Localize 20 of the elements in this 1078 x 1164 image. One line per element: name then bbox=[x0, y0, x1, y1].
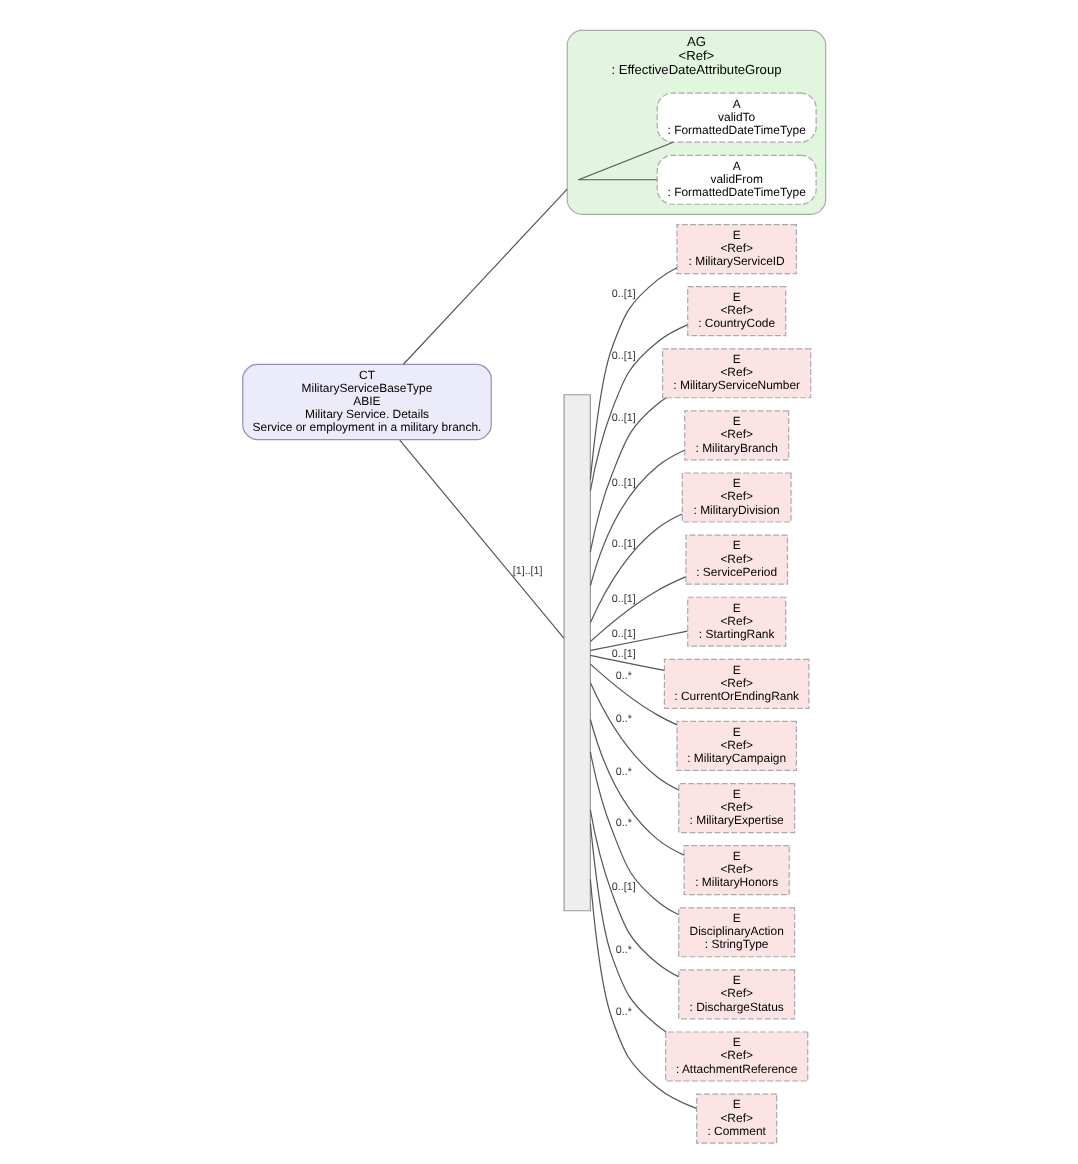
connector bbox=[589, 324, 689, 492]
connector bbox=[589, 878, 697, 1109]
connector bbox=[589, 823, 667, 1033]
connector bbox=[577, 179, 658, 181]
connector bbox=[589, 718, 685, 856]
connector bbox=[399, 439, 565, 639]
connector bbox=[589, 397, 667, 553]
connector bbox=[589, 576, 687, 643]
connector bbox=[589, 513, 683, 623]
connector bbox=[589, 267, 678, 481]
connector bbox=[589, 654, 665, 671]
node-bar bbox=[563, 394, 591, 912]
connector bbox=[589, 663, 678, 726]
connector bbox=[589, 809, 679, 978]
connector bbox=[590, 630, 689, 651]
connector bbox=[402, 188, 568, 365]
connector bbox=[589, 751, 679, 916]
connector bbox=[589, 682, 680, 791]
connector bbox=[577, 141, 674, 181]
connector bbox=[589, 449, 686, 587]
